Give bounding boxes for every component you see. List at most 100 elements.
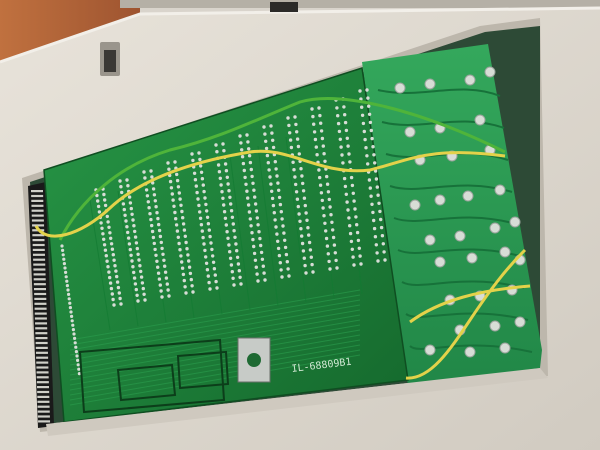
solder-joint	[260, 257, 265, 261]
solder-joint	[253, 202, 258, 206]
solder-joint	[342, 176, 347, 181]
solder-joint	[77, 372, 81, 376]
solder-joint	[181, 272, 186, 277]
solder-joint	[368, 120, 373, 125]
solder-joint	[134, 241, 139, 245]
pcb-trace	[69, 354, 361, 406]
solder-joint	[192, 171, 197, 175]
solder-joint	[327, 259, 331, 264]
solder-joint	[229, 209, 234, 213]
solder-joint	[253, 258, 258, 262]
solder-joint	[223, 216, 228, 220]
solder-joint	[143, 176, 147, 180]
solder-joint	[319, 191, 324, 195]
solder-joint	[127, 195, 132, 199]
solder-joint	[64, 270, 68, 274]
solder-joint	[113, 264, 117, 268]
solder-joint	[254, 265, 258, 269]
solder-joint	[65, 279, 69, 283]
solder-joint	[174, 217, 178, 221]
solder-joint	[380, 234, 385, 238]
solder-joint	[231, 276, 235, 280]
solder-joint	[61, 248, 65, 252]
connector-pin	[37, 386, 49, 389]
solder-joint	[191, 158, 195, 163]
solder-joint	[205, 268, 210, 272]
solder-joint	[326, 252, 330, 256]
connector-pin	[34, 288, 46, 291]
solder-joint	[219, 183, 223, 187]
solder-joint	[369, 128, 373, 133]
solder-joint	[206, 222, 211, 226]
solder-joint	[198, 157, 202, 162]
solder-joint	[295, 197, 300, 201]
solder-joint	[356, 238, 361, 243]
solder-joint	[352, 199, 356, 203]
solder-joint	[64, 275, 68, 279]
solder-joint	[175, 229, 180, 233]
solder-joint	[278, 261, 282, 265]
solder-joint	[301, 189, 306, 193]
solder-joint	[217, 170, 222, 174]
solder-joint	[139, 275, 144, 279]
solder-joint	[276, 239, 280, 243]
connector-pin	[37, 415, 50, 418]
solder-joint	[166, 161, 170, 165]
solder-joint	[288, 131, 292, 135]
solder-joint	[277, 195, 282, 200]
solder-joint	[126, 184, 130, 188]
solder-joint	[137, 258, 141, 262]
solder-joint	[284, 252, 289, 257]
connector-pin	[35, 322, 48, 325]
keyboard-pad	[499, 246, 511, 258]
solder-joint	[370, 136, 374, 141]
solder-joint	[367, 112, 372, 117]
solder-joint	[240, 155, 245, 159]
connector-pin	[35, 346, 48, 349]
solder-joint	[67, 292, 71, 296]
connector-pin	[37, 405, 50, 408]
solder-joint	[321, 144, 325, 148]
solder-joint	[292, 168, 296, 172]
solder-joint	[285, 260, 289, 264]
pcb-trace	[69, 349, 361, 401]
solder-joint	[175, 172, 179, 177]
solder-joint	[214, 279, 218, 284]
keyboard-pad	[434, 194, 446, 206]
keyboard-pad	[424, 78, 436, 90]
solder-joint	[246, 140, 250, 144]
connector-pin	[33, 283, 46, 286]
solder-joint	[379, 217, 383, 222]
solder-joint	[231, 222, 235, 226]
solder-joint	[374, 177, 379, 181]
solder-joint	[215, 150, 219, 154]
solder-joint	[299, 167, 303, 171]
solder-joint	[194, 184, 198, 188]
solder-joint	[273, 160, 277, 164]
solder-joint	[145, 194, 150, 198]
solder-joint	[367, 178, 372, 182]
solder-joint	[347, 152, 351, 156]
solder-joint	[111, 253, 116, 257]
solder-joint	[249, 224, 253, 228]
solder-joint	[381, 242, 385, 246]
solder-joint	[232, 283, 236, 287]
solder-joint	[149, 169, 153, 173]
solder-joint	[245, 133, 249, 137]
solder-joint	[328, 267, 332, 271]
solder-joint	[324, 236, 329, 241]
solder-joint	[323, 221, 327, 225]
solder-joint	[252, 188, 256, 192]
solder-joint	[335, 106, 339, 110]
solder-joint	[136, 299, 140, 303]
solder-joint	[103, 198, 107, 202]
pcb-trace	[341, 118, 363, 295]
solder-joint	[365, 88, 369, 92]
solder-joint	[336, 114, 340, 118]
connector-pin	[34, 302, 47, 305]
solder-joint	[362, 129, 366, 134]
keyboard-solder-pads	[394, 66, 526, 358]
solder-joint	[312, 130, 317, 134]
solder-joint	[224, 223, 228, 227]
